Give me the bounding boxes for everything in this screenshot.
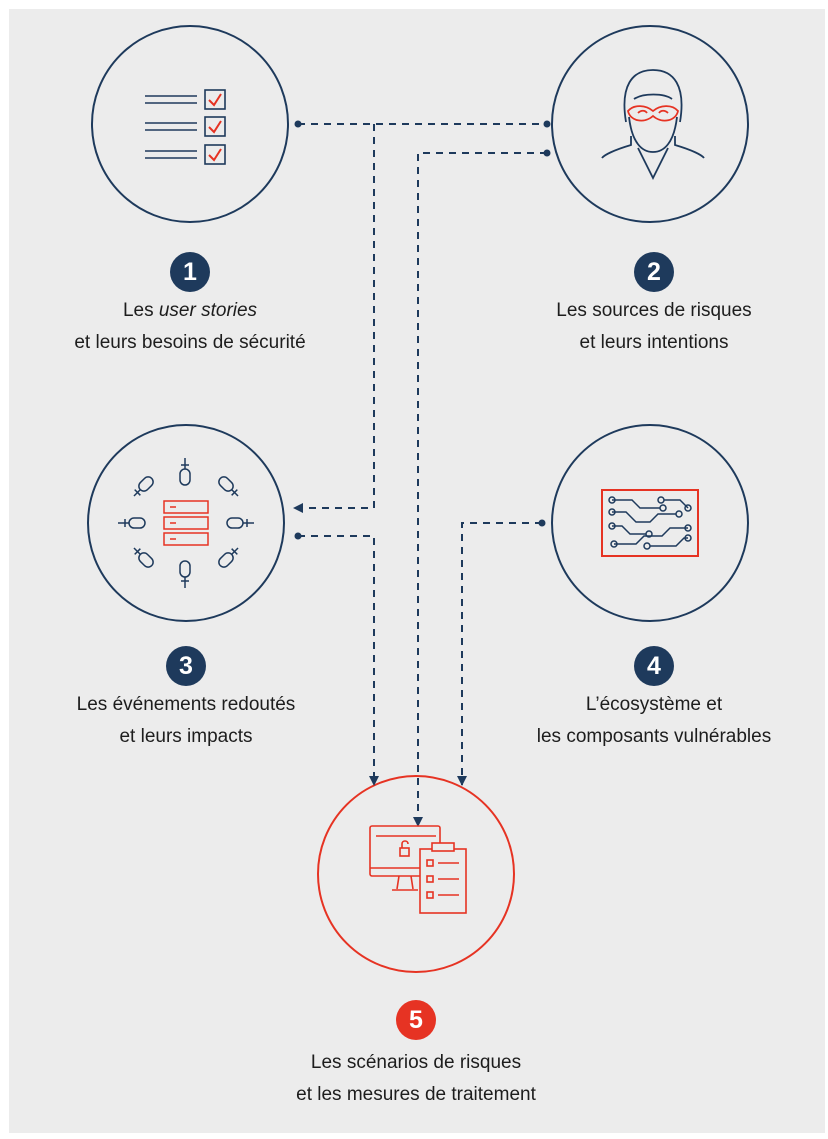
step-5-caption-line2: et les mesures de traitement [296, 1084, 536, 1105]
step-3-caption-line2: et leurs impacts [119, 726, 253, 747]
step-3-caption: Les événements redoutés et leurs impacts [56, 689, 316, 753]
step-2-caption: Les sources de risques et leurs intentio… [524, 295, 784, 359]
connector-4-to-5 [457, 522, 542, 786]
step-2-caption-line1: Les sources de risques [556, 300, 752, 321]
connector-dots [294, 120, 551, 540]
step-1-badge: 1 [170, 252, 210, 292]
computer-checklist-icon [369, 825, 467, 914]
step-1-caption-line2: et leurs besoins de sécurité [74, 332, 306, 353]
connector-2-to-3 [293, 124, 375, 513]
connector-2-to-5 [413, 152, 547, 827]
step-2-circle [551, 25, 749, 223]
step-4-circle [551, 424, 749, 622]
step-4-badge: 4 [634, 646, 674, 686]
step-1-caption-italic: user stories [158, 300, 258, 321]
step-1-circle [91, 25, 289, 223]
circuit-board-icon [601, 489, 699, 557]
step-5-caption-line1: Les scénarios de risques [310, 1052, 522, 1073]
connectors [293, 123, 547, 827]
step-1-caption-prefix: Les [122, 300, 159, 321]
step-5-circle [317, 775, 515, 973]
masked-person-icon [601, 69, 705, 181]
step-5-caption: Les scénarios de risques et les mesures … [266, 1047, 566, 1111]
step-4-caption-line2: les composants vulnérables [536, 726, 772, 747]
step-5-badge: 5 [396, 1000, 436, 1040]
step-1-caption: Les user stories et leurs besoins de séc… [60, 295, 320, 359]
step-2-badge: 2 [634, 252, 674, 292]
step-3-circle [87, 424, 285, 622]
server-under-attack-icon [118, 458, 254, 588]
checklist-icon [145, 89, 226, 165]
step-3-badge: 3 [166, 646, 206, 686]
step-4-caption-line1: L’écosystème et [585, 694, 723, 715]
step-2-caption-line2: et leurs intentions [579, 332, 729, 353]
step-4-caption: L’écosystème et les composants vulnérabl… [524, 689, 784, 753]
step-3-caption-line1: Les événements redoutés [76, 694, 296, 715]
